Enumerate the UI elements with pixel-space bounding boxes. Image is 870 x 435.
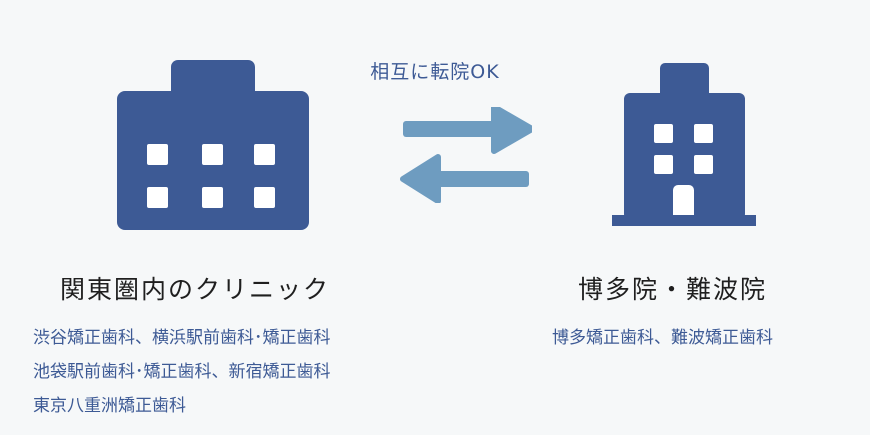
wide-building-icon [117, 60, 309, 230]
transfer-label: 相互に転院OK [370, 61, 500, 83]
list-item: 渋谷矯正歯科、横浜駅前歯科･矯正歯科 [33, 328, 331, 348]
left-clinic-title: 関東圏内のクリニック [60, 275, 331, 304]
arrow-right-icon [403, 107, 532, 154]
list-item: 池袋駅前歯科･矯正歯科、新宿矯正歯科 [33, 362, 331, 382]
list-item: 博多矯正歯科、難波矯正歯科 [552, 328, 773, 348]
left-clinic-list: 渋谷矯正歯科、横浜駅前歯科･矯正歯科 池袋駅前歯科･矯正歯科、新宿矯正歯科 東京… [33, 321, 331, 423]
right-clinic-title: 博多院・難波院 [578, 275, 768, 304]
right-clinic-list: 博多矯正歯科、難波矯正歯科 [552, 321, 773, 355]
list-item: 東京八重洲矯正歯科 [33, 396, 186, 416]
arrow-left-icon [400, 154, 529, 203]
swap-arrows-icon [400, 107, 532, 203]
tall-building-icon [612, 63, 756, 226]
